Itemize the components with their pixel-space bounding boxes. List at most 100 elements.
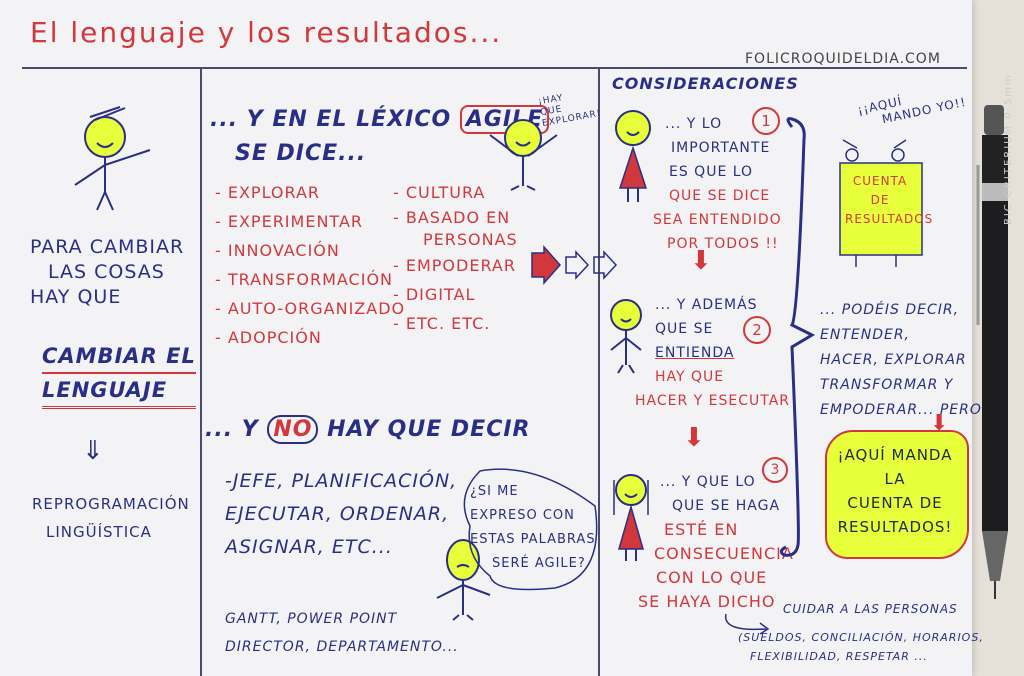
sign-line: DE [870, 193, 890, 207]
conclusion-line: REPROGRAMACIÓN [32, 495, 190, 513]
agile-term: - EXPERIMENTAR [215, 212, 363, 231]
not-heading: ... Y NO HAY QUE DECIR [205, 415, 531, 444]
agile-term: - ETC. ETC. [393, 314, 491, 333]
woman-figure-2-icon [610, 299, 642, 374]
consideration-line: ... Y QUE LO [660, 474, 756, 490]
website-label: FOLICROQUIDELDIA.COM [745, 51, 941, 67]
consideration-line: SE HAYA DICHO [638, 592, 776, 611]
forbidden-line: -JEFE, PLANIFICACIÓN, [225, 470, 458, 492]
down-arrow-icon: ⇓ [82, 436, 105, 466]
column-divider-right [598, 68, 600, 676]
intro-line: PARA CAMBIAR [30, 236, 185, 258]
footer-detail-line: (SUELDOS, CONCILIACIÓN, HORARIOS, [738, 631, 984, 644]
speech-bubble-icon [463, 468, 598, 591]
number-badge-1: 1 [752, 107, 780, 135]
intro-line: LAS COSAS [48, 261, 165, 283]
forbidden-list: -JEFE, PLANIFICACIÓN, EJECUTAR, ORDENAR,… [225, 465, 457, 564]
consideration-line: ES QUE LO [669, 164, 754, 180]
not-heading-suffix: HAY QUE DECIR [327, 417, 531, 442]
agile-term: - INNOVACIÓN [215, 241, 340, 260]
consideration-3: ... Y QUE LO QUE SE HAGA ESTÉ EN CONSECU… [638, 470, 794, 614]
consideration-line: ... Y ADEMÁS [655, 297, 758, 313]
considerations-heading: CONSIDERACIONES [612, 74, 799, 93]
pencil-label: BIC CRITERIUM 0.5mm [1003, 73, 1015, 225]
callout-line: ¡AQUÍ MANDA [837, 446, 953, 464]
speech-line: ¿SI ME [470, 484, 519, 499]
left-emphasis: CAMBIAR EL LENGUAJE [42, 340, 196, 409]
callout-line: RESULTADOS! [837, 518, 953, 536]
forbidden-extra-line: DIRECTOR, DEPARTAMENTO... [225, 639, 459, 655]
consideration-line: SEA ENTENDIDO [653, 212, 782, 228]
consideration-line: CON LO QUE [656, 568, 768, 587]
results-callout-text: ¡AQUÍ MANDA LA CUENTA DE RESULTADOS! [835, 443, 955, 539]
forbidden-extra-line: GANTT, POWER POINT [225, 611, 398, 627]
emphasis-line: LENGUAJE [42, 374, 196, 409]
pencil-model: CRITERIUM 0.5mm [1003, 73, 1014, 198]
results-line: HACER, EXPLORAR [820, 352, 967, 368]
forbidden-extra: GANTT, POWER POINT DIRECTOR, DEPARTAMENT… [225, 605, 459, 661]
results-line: TRANSFORMAR Y [820, 377, 954, 393]
callout-line: CUENTA DE [847, 494, 943, 512]
agile-term: - ADOPCIÓN [215, 328, 322, 347]
results-line: EMPODERAR... PERO [820, 402, 982, 418]
number-badge-2: 2 [743, 316, 771, 344]
speech-line: SERÉ AGILE? [492, 556, 586, 571]
stick-figure-icon [74, 106, 151, 211]
consideration-line: ENTIENDA [655, 345, 735, 361]
page-title: El lenguaje y los resultados... [30, 16, 503, 49]
sign-line: RESULTADOS [845, 212, 934, 226]
results-line: ... PODÉIS DECIR, [820, 302, 960, 318]
consideration-line: CONSECUENCIA [654, 544, 794, 563]
agile-term: - EXPLORAR [215, 183, 321, 202]
agile-subheading: SE DICE... [235, 141, 367, 166]
down-arrow-icon: ⬇ [930, 411, 950, 436]
sign-line: CUENTA [852, 174, 908, 188]
forbidden-line: ASIGNAR, ETC... [225, 536, 393, 558]
footer-detail: (SUELDOS, CONCILIACIÓN, HORARIOS, FLEXIB… [738, 628, 984, 666]
consideration-line: QUE SE DICE [669, 188, 771, 204]
down-arrow-icon: ⬇ [683, 423, 706, 453]
left-conclusion: REPROGRAMACIÓN LINGÜÍSTICA [32, 490, 190, 546]
consideration-1: ... Y LO IMPORTANTE ES QUE LO QUE SE DIC… [653, 112, 782, 256]
agile-term: - DIGITAL [393, 285, 476, 304]
woman-figure-1-icon [615, 110, 651, 202]
consideration-2: ... Y ADEMÁS QUE SE ENTIENDA HAY QUE HAC… [635, 293, 790, 413]
column-divider-left [200, 68, 202, 676]
footer-detail-line: FLEXIBILIDAD, RESPETAR ... [750, 650, 928, 663]
not-heading-prefix: ... Y [205, 417, 259, 442]
curved-arrow-icon [725, 613, 770, 635]
forbidden-line: EJECUTAR, ORDENAR, [225, 503, 450, 525]
callout-line: LA [884, 470, 906, 488]
curly-brace-icon [779, 117, 816, 557]
not-badge: NO [267, 415, 319, 444]
results-sign-text: CUENTA DE RESULTADOS [845, 172, 934, 229]
agile-term: PERSONAS [423, 230, 518, 249]
consideration-line: QUE SE HAGA [672, 498, 781, 514]
consideration-line: QUE SE [655, 321, 714, 337]
results-text: ... PODÉIS DECIR, ENTENDER, HACER, EXPLO… [820, 298, 982, 423]
agile-term: - TRANSFORMACIÓN [215, 270, 394, 289]
results-line: ENTENDER, [820, 327, 910, 343]
consideration-line: IMPORTANTE [671, 140, 771, 156]
agile-list-2: - CULTURA - BASADO EN PERSONAS - EMPODER… [393, 178, 518, 338]
happy-figure-icon [489, 119, 558, 191]
mechanical-pencil-icon [976, 105, 1008, 599]
emphasis-line: CAMBIAR EL [42, 340, 196, 374]
woman-figure-3-icon [613, 474, 649, 561]
consideration-line: ... Y LO [665, 116, 723, 132]
agile-heading-text: ... Y EN EL LÉXICO [210, 107, 452, 132]
agile-term: - CULTURA [393, 183, 486, 202]
left-intro: PARA CAMBIAR LAS COSAS HAY QUE [30, 235, 184, 310]
down-arrow-icon: ⬇ [690, 246, 713, 276]
speech-line: ESTAS PALABRAS [470, 532, 596, 547]
header-divider [22, 67, 967, 69]
agile-list-1: - EXPLORAR - EXPERIMENTAR - INNOVACIÓN -… [215, 178, 405, 352]
consideration-line: ESTÉ EN [664, 520, 739, 539]
conclusion-line: LINGÜÍSTICA [46, 523, 152, 541]
consideration-line: HAY QUE [655, 369, 725, 385]
intro-line: HAY QUE [30, 286, 122, 308]
paper-sheet [0, 0, 972, 676]
agile-term: - AUTO-ORGANIZADO [215, 299, 406, 318]
forward-arrows-icon [531, 245, 618, 285]
consideration-line: HACER Y ESECUTAR [635, 393, 791, 409]
